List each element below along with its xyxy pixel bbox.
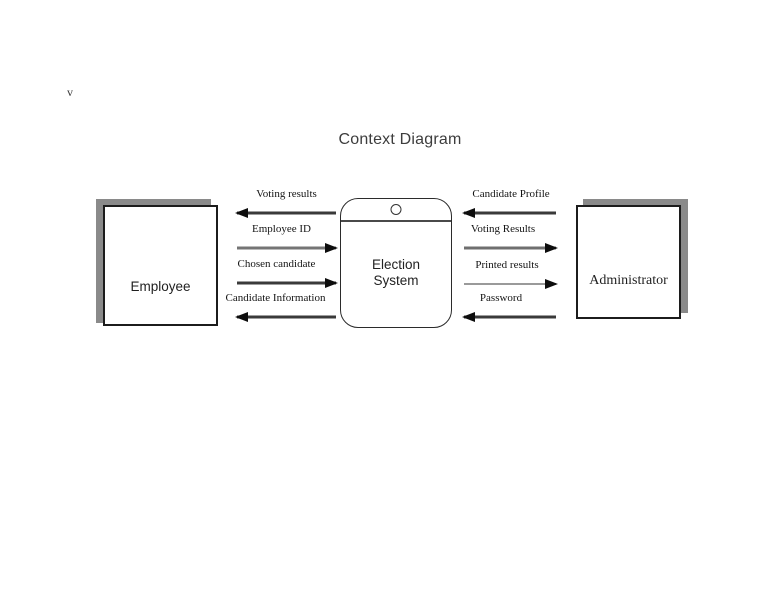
flow-employee-id-label: Employee ID xyxy=(252,223,311,235)
arrow-left-icon xyxy=(235,208,338,218)
process-id-circle-icon xyxy=(390,204,402,215)
stray-text-mark: v xyxy=(67,85,73,99)
process-label-line2: System xyxy=(373,273,419,288)
flow-candidate-profile: Candidate Profile xyxy=(462,188,558,218)
arrow-left-icon xyxy=(462,208,558,218)
process-election-system-label: Election System xyxy=(341,257,451,289)
entity-employee-label: Employee xyxy=(130,279,191,294)
arrow-right-icon xyxy=(235,243,338,253)
flow-candidate-information-label: Candidate Information xyxy=(225,292,326,304)
flow-chosen-candidate: Chosen candidate xyxy=(235,258,338,288)
flow-voting-results-admin-label: Voting Results xyxy=(470,223,536,235)
process-label-line1: Election xyxy=(371,257,421,272)
process-election-system: Election System xyxy=(340,198,452,328)
arrow-right-icon xyxy=(462,243,558,253)
flow-printed-results-label: Printed results xyxy=(475,259,539,271)
flow-password-label: Password xyxy=(479,292,523,304)
entity-employee: Employee xyxy=(103,205,218,326)
arrow-left-icon xyxy=(462,312,558,322)
flow-printed-results: Printed results xyxy=(462,259,558,289)
flow-password: Password xyxy=(462,292,558,322)
flow-candidate-information: Candidate Information xyxy=(226,292,338,322)
page-title: Context Diagram xyxy=(338,131,462,148)
flow-voting-results: Voting results xyxy=(235,188,338,218)
arrow-right-icon xyxy=(235,278,338,288)
arrow-left-icon xyxy=(235,312,338,322)
flow-voting-results-admin: Voting Results xyxy=(462,223,558,253)
entity-administrator: Administrator xyxy=(576,205,681,319)
arrow-right-icon xyxy=(462,279,558,289)
flow-candidate-profile-label: Candidate Profile xyxy=(472,188,550,200)
flow-employee-id: Employee ID xyxy=(235,223,338,253)
process-header-divider xyxy=(341,220,451,222)
entity-administrator-label: Administrator xyxy=(589,273,668,288)
flow-chosen-candidate-label: Chosen candidate xyxy=(237,258,316,270)
flow-voting-results-label: Voting results xyxy=(256,188,317,200)
